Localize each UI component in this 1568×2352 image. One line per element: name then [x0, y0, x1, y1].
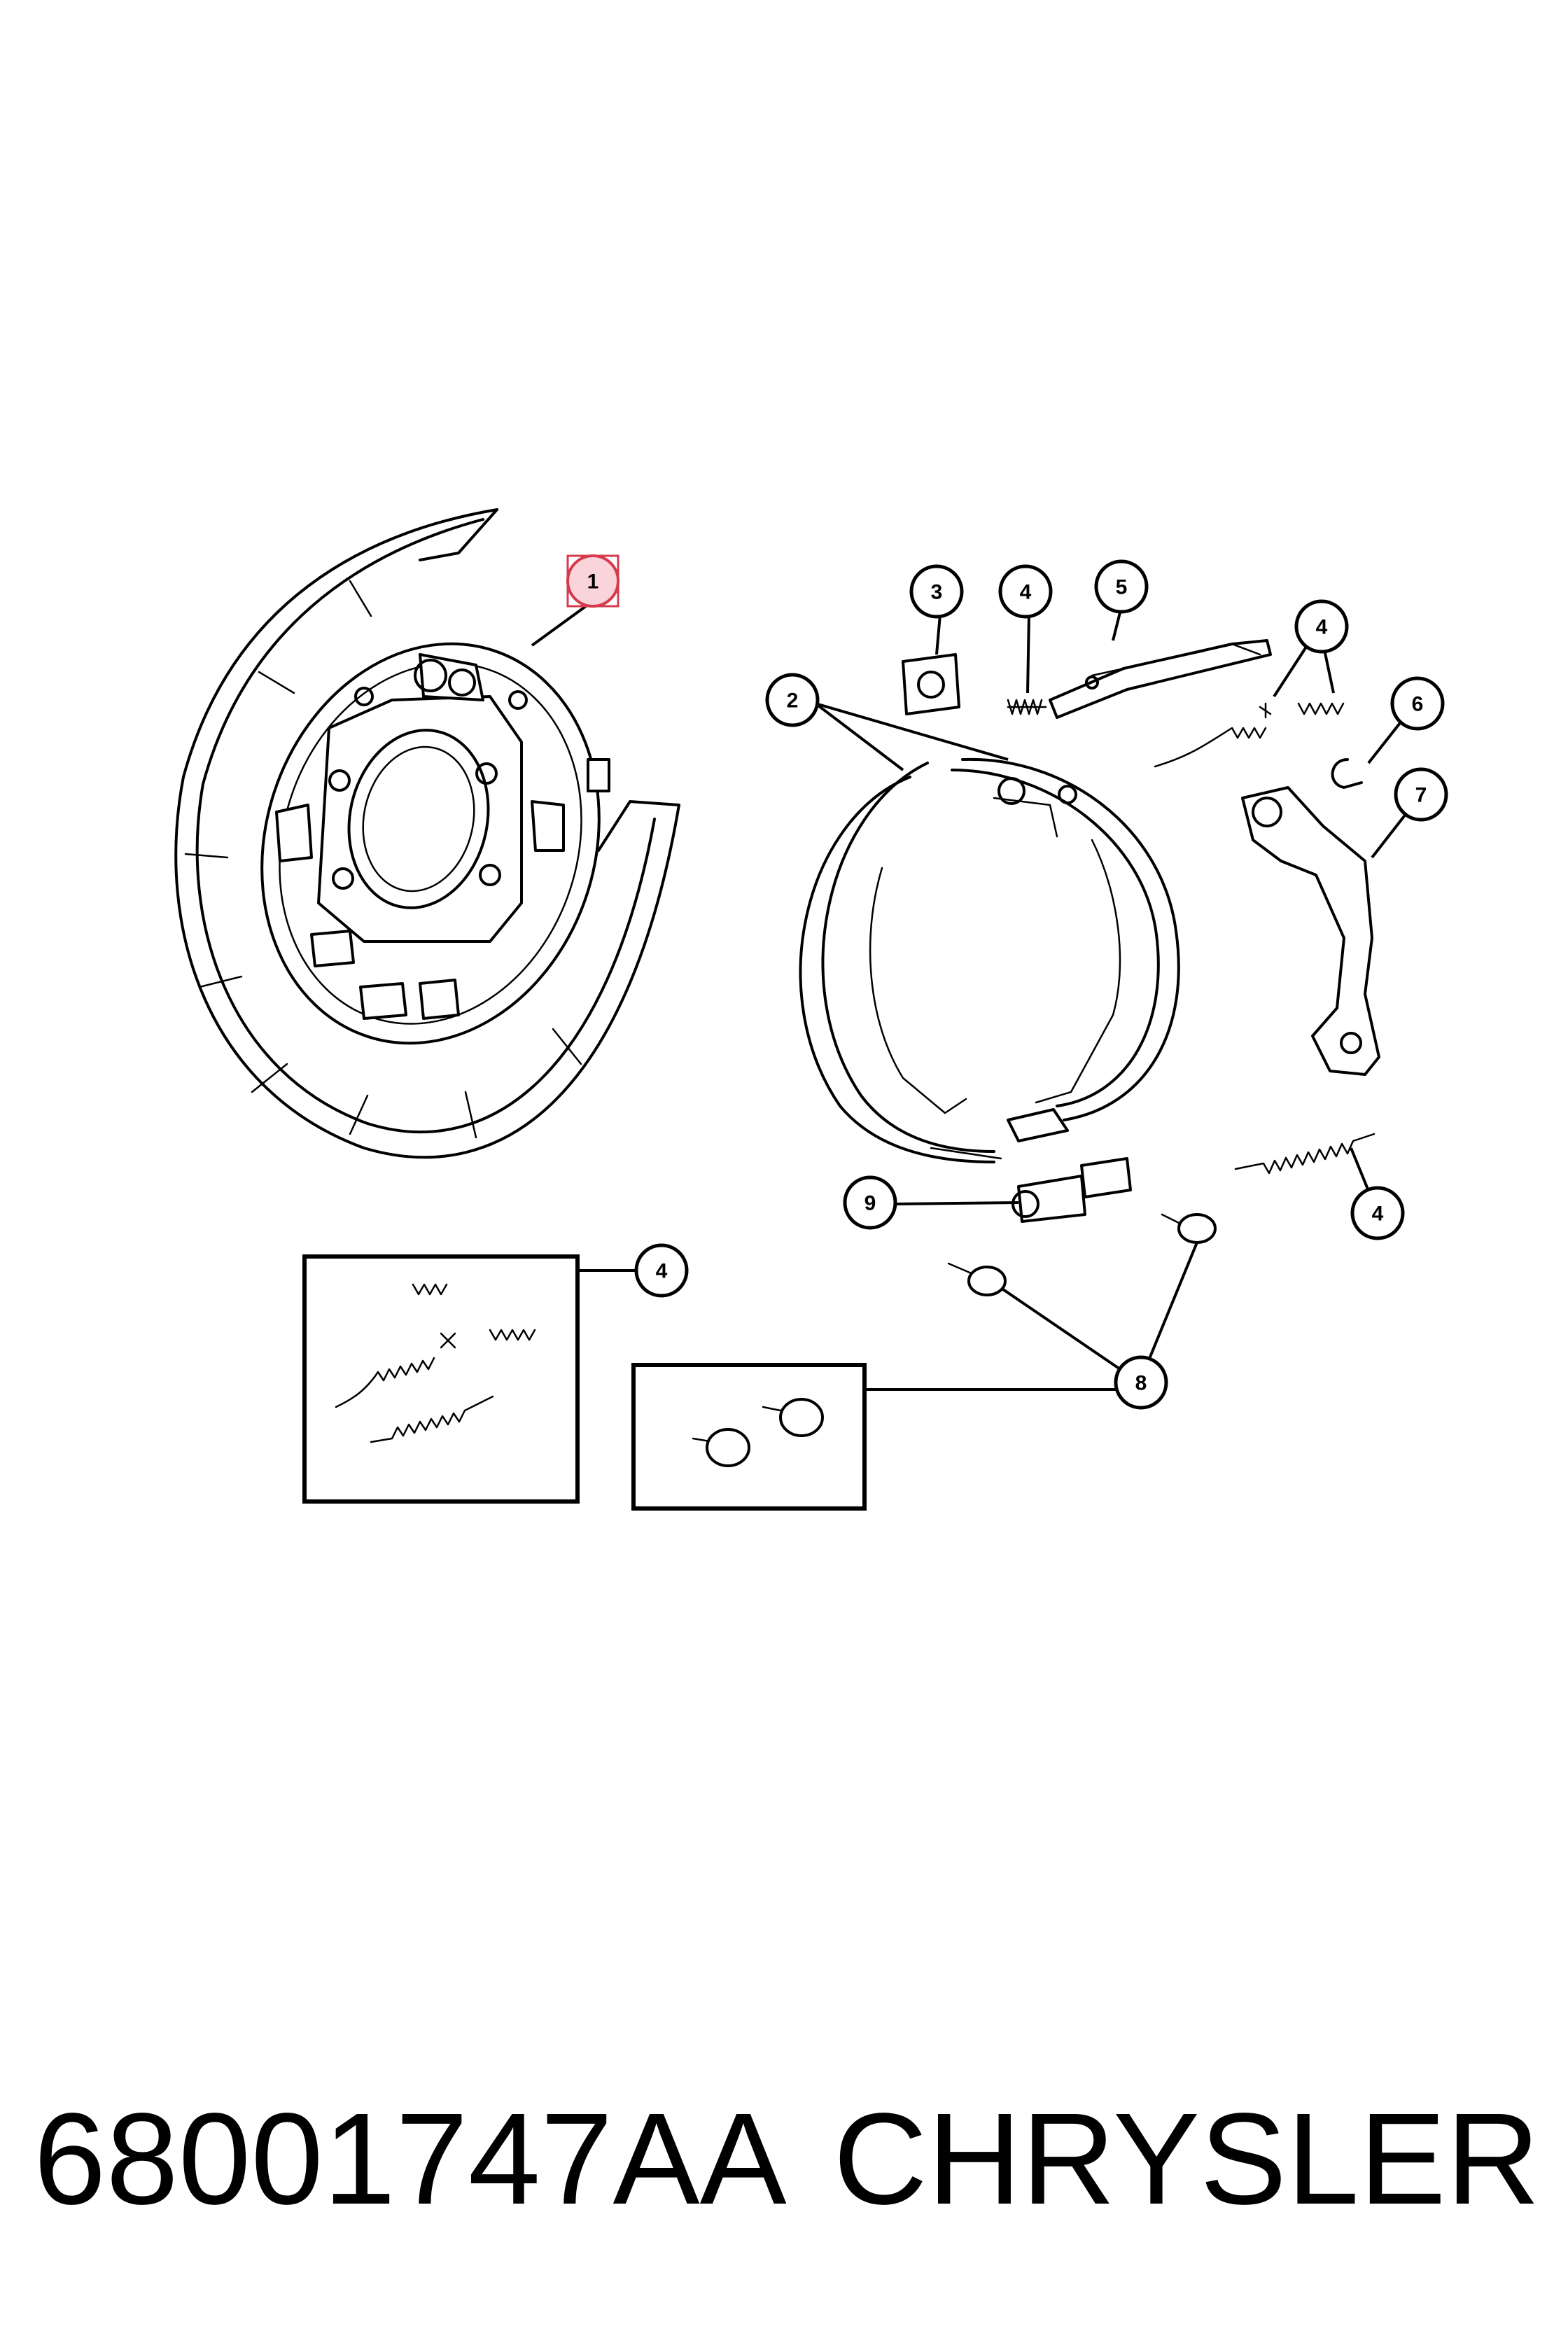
brand-name: CHRYSLER: [833, 2087, 1540, 2232]
callout-c3[interactable]: 3: [909, 564, 964, 619]
cups-kit-box: [631, 1363, 867, 1511]
callout-c7[interactable]: 7: [1394, 767, 1448, 822]
callout-label: 5: [1116, 576, 1128, 599]
callout-c9[interactable]: 9: [843, 1175, 897, 1230]
callout-label: 7: [1415, 784, 1427, 807]
callout-circle: [998, 564, 1053, 619]
adjuster-drawing: [1011, 1157, 1132, 1223]
callout-label: 2: [787, 690, 799, 713]
callout-circle: [1094, 559, 1149, 614]
leader-4a: [1026, 614, 1030, 694]
highlight-frame: [566, 554, 620, 608]
callout-c4c[interactable]: 4: [1350, 1186, 1405, 1240]
adjuster-plate-drawing: [902, 653, 960, 715]
callout-c8[interactable]: 8: [1114, 1355, 1168, 1410]
callout-circle: [1350, 1186, 1405, 1240]
callout-c2[interactable]: 2: [765, 673, 820, 727]
callout-label: 3: [931, 581, 943, 604]
callout-label: 6: [1412, 693, 1424, 716]
leader-1: [531, 599, 595, 647]
leader-9: [894, 1201, 1019, 1205]
callout-label: 1: [587, 570, 599, 594]
callout-label: 9: [864, 1192, 876, 1215]
clip-drawing: [1331, 758, 1363, 789]
springs-kit-box: [302, 1254, 580, 1504]
brake-shoe-drawing: [799, 757, 1180, 1163]
callout-label: 4: [1316, 616, 1328, 639]
park-brake-lever-drawing: [1241, 786, 1380, 1076]
callout-c4b[interactable]: 4: [1294, 599, 1349, 654]
callout-label: 4: [1372, 1203, 1384, 1226]
leader-8a: [1000, 1287, 1141, 1384]
callout-circle: [634, 1243, 689, 1298]
part-number: 68001747AA: [34, 2087, 787, 2232]
leader-5: [1112, 612, 1121, 641]
leader-2a: [814, 702, 904, 771]
callout-circle: [1394, 767, 1448, 822]
callout-label: 4: [1020, 581, 1032, 604]
return-springs-drawing: [1154, 702, 1345, 768]
callout-label: 8: [1135, 1372, 1147, 1395]
caption-bar: 68001747AA CHRYSLER: [0, 2090, 1568, 2230]
leader-3: [935, 614, 941, 655]
callout-circle: [765, 673, 820, 727]
strut-drawing: [1049, 639, 1272, 719]
callout-circle: [1114, 1355, 1168, 1410]
leader-2b: [815, 702, 1009, 761]
callout-c4a[interactable]: 4: [998, 564, 1053, 619]
callout-c1[interactable]: 1: [566, 554, 620, 608]
callout-circle: [843, 1175, 897, 1230]
callout-c4d[interactable]: 4: [634, 1243, 689, 1298]
callout-c6[interactable]: 6: [1390, 676, 1445, 731]
hold-down-cups-drawing: [947, 1213, 1217, 1296]
small-spring-drawing: [1007, 699, 1047, 715]
callout-circle: [909, 564, 964, 619]
backing-plate-drawing: [174, 508, 680, 1159]
callout-circle: [1390, 676, 1445, 731]
callout-label: 4: [656, 1260, 668, 1283]
lower-spring-drawing: [1234, 1133, 1376, 1175]
callout-circle: [1294, 599, 1349, 654]
callout-c5[interactable]: 5: [1094, 559, 1149, 614]
